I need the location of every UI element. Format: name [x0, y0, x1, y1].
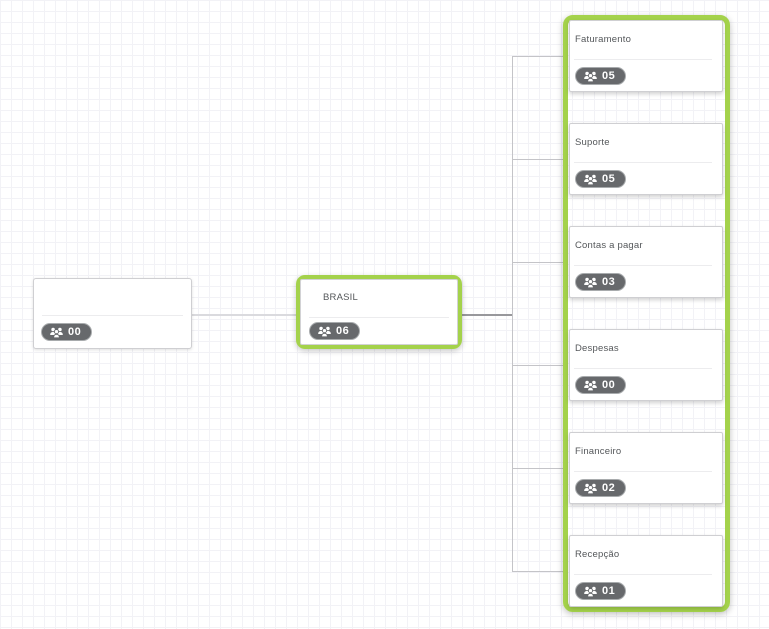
member-count-badge[interactable]: 05 [575, 170, 627, 188]
node-title: Faturamento [575, 34, 632, 45]
member-count: 05 [602, 69, 616, 82]
node-divider [574, 59, 712, 60]
member-count: 02 [602, 481, 616, 494]
connector-stub-3 [512, 262, 566, 263]
users-icon [584, 379, 597, 391]
node-divider [574, 574, 712, 575]
node-title: BRASIL [323, 292, 358, 303]
member-count-badge[interactable]: 02 [575, 479, 627, 497]
node-contas-a-pagar[interactable]: Contas a pagar 03 [569, 226, 723, 298]
node-root[interactable]: 00 [33, 278, 192, 349]
connector-root-to-parent [192, 314, 297, 316]
node-suporte[interactable]: Suporte 05 [569, 123, 723, 195]
node-financeiro[interactable]: Financeiro 02 [569, 432, 723, 504]
node-recepcao[interactable]: Recepção 01 [569, 535, 723, 607]
member-count-badge[interactable]: 01 [575, 582, 627, 600]
connector-stub-5 [512, 468, 566, 469]
users-icon [584, 173, 597, 185]
member-count: 00 [602, 378, 616, 391]
connector-stub-2 [512, 159, 566, 160]
node-title: Suporte [575, 137, 610, 148]
users-icon [318, 325, 331, 337]
connector-parent-to-trunk [462, 314, 512, 316]
connector-stub-6 [512, 571, 566, 572]
node-divider [42, 315, 183, 316]
node-divider [574, 162, 712, 163]
member-count-badge[interactable]: 00 [41, 323, 93, 341]
member-count-badge[interactable]: 03 [575, 273, 627, 291]
connector-stub-4 [512, 365, 566, 366]
children-group-selection: Faturamento 05 Suporte 05 Contas a pagar [563, 15, 730, 612]
users-icon [50, 326, 63, 338]
users-icon [584, 70, 597, 82]
node-title: Despesas [575, 343, 619, 354]
member-count-badge[interactable]: 05 [575, 67, 627, 85]
member-count: 03 [602, 275, 616, 288]
node-despesas[interactable]: Despesas 00 [569, 329, 723, 401]
node-brasil-card: BRASIL 06 [300, 279, 458, 345]
node-brasil[interactable]: BRASIL 06 [296, 275, 462, 349]
connector-stub-1 [512, 56, 566, 57]
member-count-badge[interactable]: 06 [309, 322, 361, 340]
node-faturamento[interactable]: Faturamento 05 [569, 20, 723, 92]
member-count: 05 [602, 172, 616, 185]
node-title: Financeiro [575, 446, 622, 457]
node-title: Recepção [575, 549, 620, 560]
node-divider [574, 471, 712, 472]
node-divider [574, 368, 712, 369]
connector-trunk [512, 56, 513, 572]
node-divider [309, 317, 449, 318]
users-icon [584, 276, 597, 288]
users-icon [584, 585, 597, 597]
member-count-badge[interactable]: 00 [575, 376, 627, 394]
node-divider [574, 265, 712, 266]
users-icon [584, 482, 597, 494]
member-count: 06 [336, 324, 350, 337]
node-title: Contas a pagar [575, 240, 643, 251]
member-count: 00 [68, 325, 82, 338]
member-count: 01 [602, 584, 616, 597]
